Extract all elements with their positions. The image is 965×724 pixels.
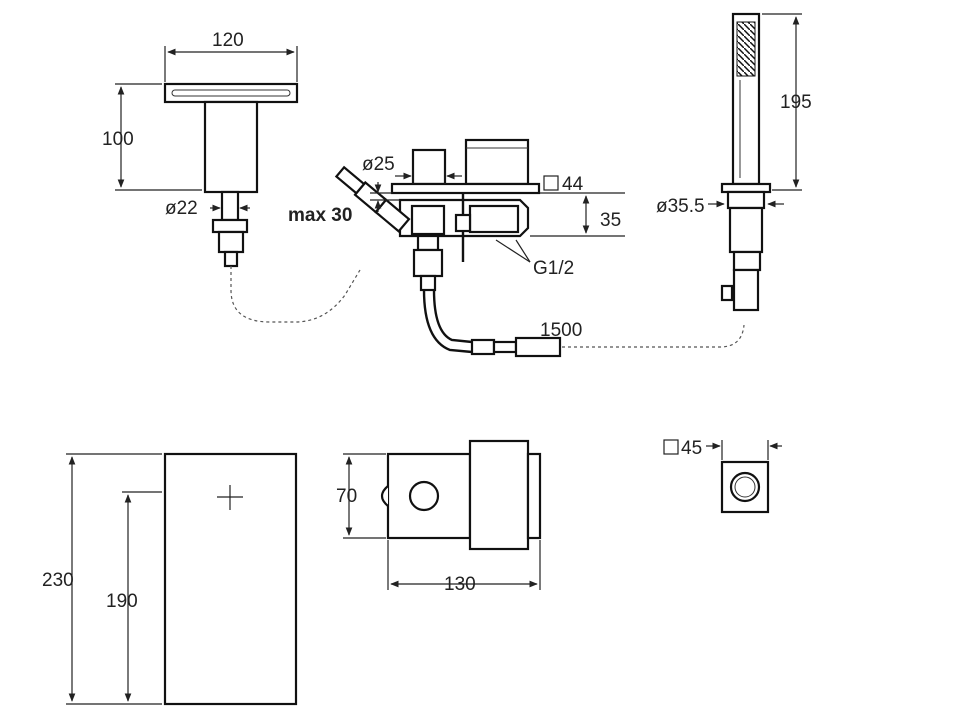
dim-label-valve-dia: ø25 [362,154,395,175]
dim-max-thickness: max 30 [288,182,400,226]
dim-spout-pipe: ø22 [165,198,250,219]
dim-valve-dia: ø25 [362,154,462,184]
dim-shower-dia: ø35.5 [656,196,784,217]
dim-rosette-square: 45 [663,438,782,460]
handle-drawing [380,439,542,551]
dim-handle-height: 70 [336,453,386,539]
plate-drawing [163,452,298,706]
dim-label-hose-length: 1500 [540,320,582,341]
dim-thread: G1/2 [495,239,574,279]
dim-label-max-thickness: max 30 [288,205,352,226]
dim-label-spout-height: 100 [102,129,134,150]
dim-shower-height: 195 [762,13,812,191]
dim-valve-square: 44 [543,174,584,195]
dim-hose-length: 1500 [540,320,582,341]
hand-shower-drawing [720,12,772,312]
dim-label-shower-height: 195 [780,92,812,113]
dim-label-handle-length: 130 [444,574,476,595]
dim-label-valve-square: 44 [562,174,584,195]
dim-label-handle-height: 70 [336,486,357,507]
dim-handle-length: 130 [387,540,541,595]
dim-plate-inner: 190 [106,491,162,702]
dim-spout-height: 100 [102,83,202,191]
dim-label-valve-height: 35 [600,210,621,231]
dim-label-spout-pipe: ø22 [165,198,198,219]
dim-label-thread: G1/2 [533,258,574,279]
dim-plate-height: 230 [42,453,162,705]
dim-label-plate-inner: 190 [106,591,138,612]
dim-label-shower-dia: ø35.5 [656,196,705,217]
rosette-drawing [720,460,770,514]
dim-valve-height: 35 [530,192,625,237]
dim-label-plate-height: 230 [42,570,74,591]
dim-label-spout-width: 120 [212,30,244,51]
dim-label-rosette-square: 45 [681,438,702,459]
dim-spout-width: 120 [164,30,298,82]
spout-drawing [163,82,361,323]
